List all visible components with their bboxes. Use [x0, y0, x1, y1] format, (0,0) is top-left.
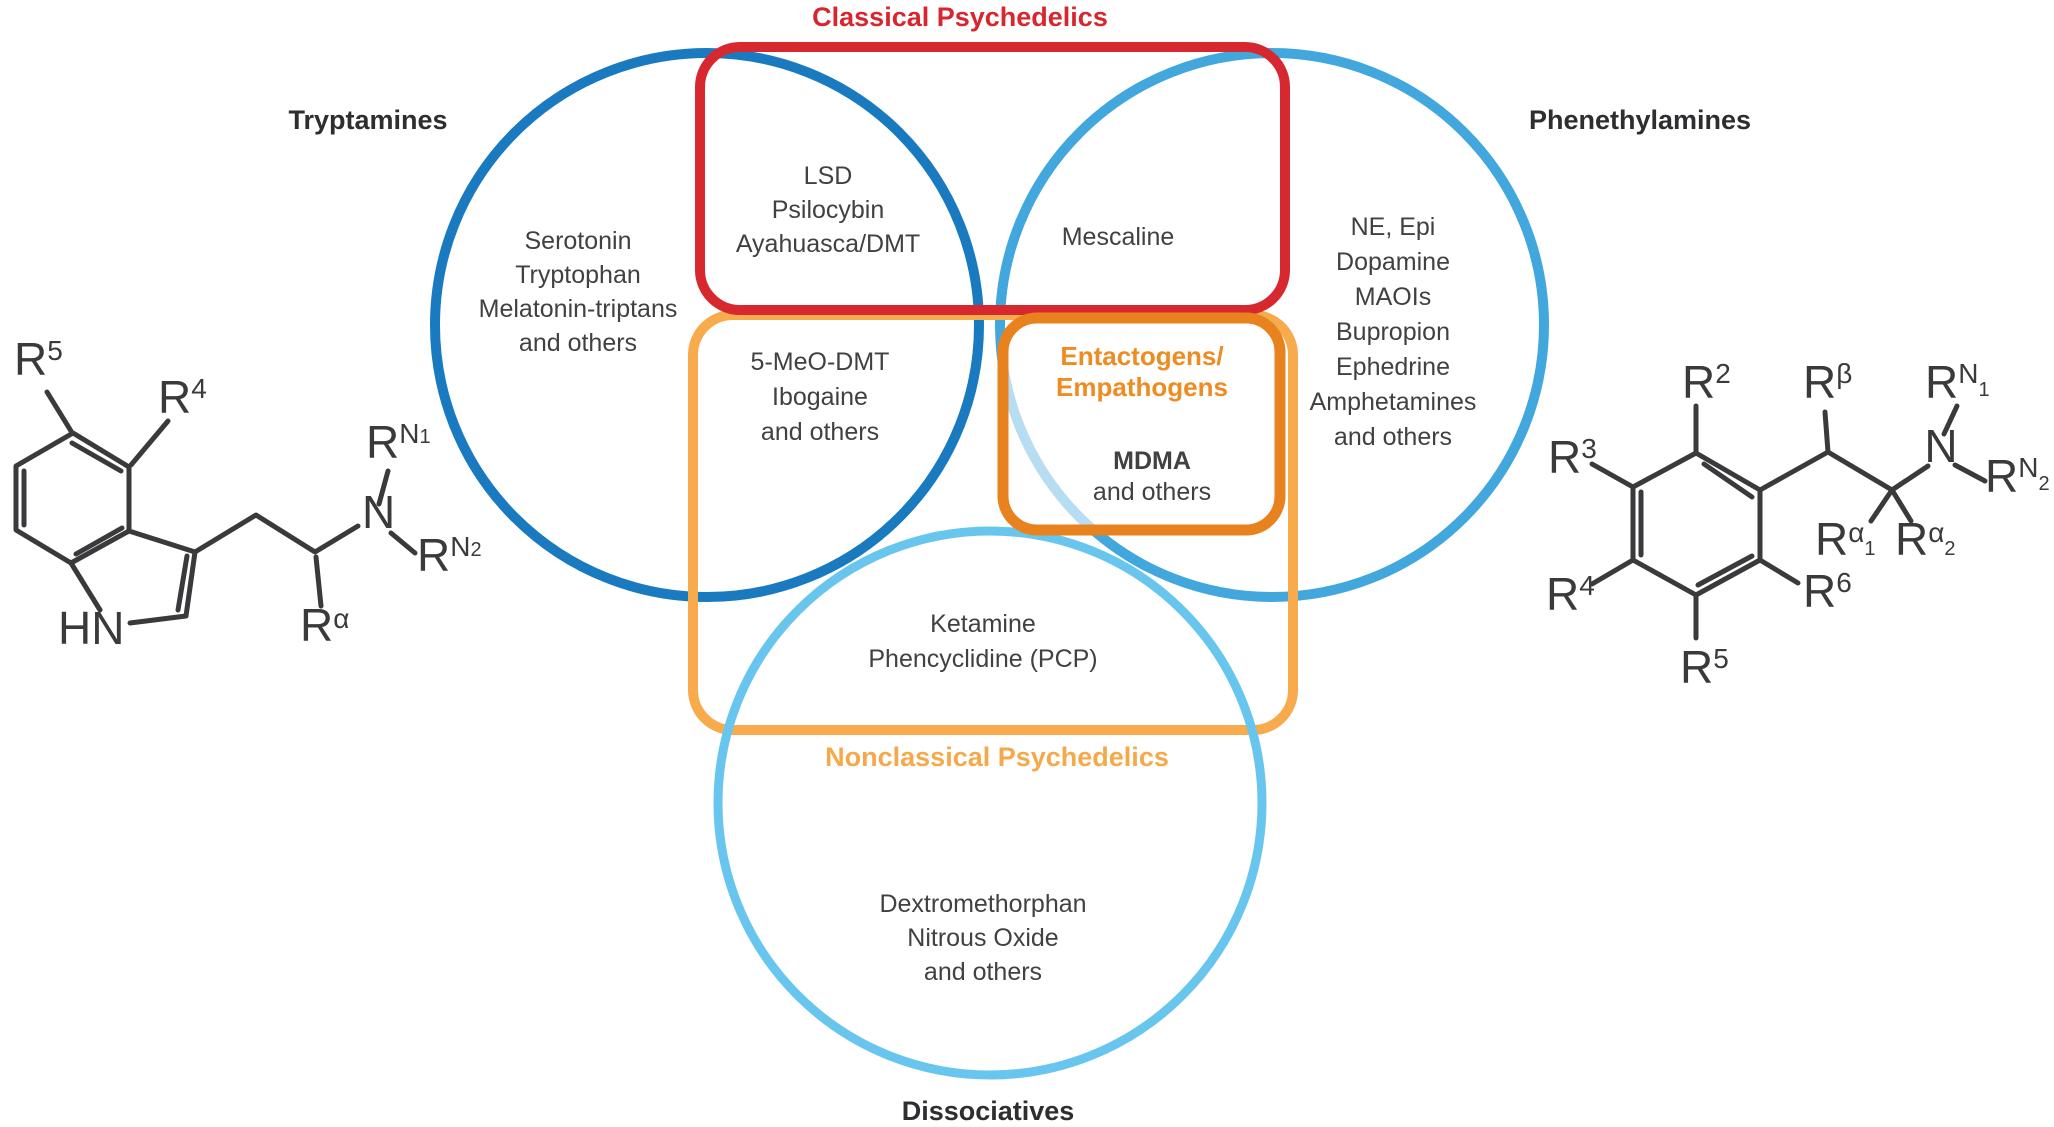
- rn1-label: RN1: [366, 416, 431, 468]
- phenethylamine-structure: R2 R3 Rβ RN1 N RN2 Rα1 Rα2 R4 R6 R5: [1546, 356, 2050, 693]
- benzene-double-bonds: [1638, 461, 1755, 588]
- r3-label: R3: [1548, 431, 1597, 483]
- list-item: Amphetamines: [1309, 388, 1477, 416]
- ralpha1-label: Rα1: [1815, 513, 1876, 565]
- list-item: Ayahuasca/DMT: [735, 230, 921, 258]
- dissociatives-label: Dissociatives: [901, 1096, 1075, 1126]
- list-item: Dextromethorphan: [879, 890, 1087, 918]
- entactogens-box: [997, 312, 1286, 536]
- side-chain: [1757, 449, 1931, 493]
- list-item: MDMA: [1113, 447, 1191, 475]
- r4-label: R4: [1546, 568, 1595, 620]
- r5-bond: [44, 389, 74, 434]
- list-item: NE, Epi: [1350, 213, 1436, 241]
- list-item: Dopamine: [1336, 248, 1450, 276]
- list-item: Tryptophan: [515, 261, 641, 289]
- list-item: Ephedrine: [1336, 353, 1450, 381]
- tryptamines-only-list: Serotonin Tryptophan Melatonin-triptans …: [479, 224, 678, 360]
- hn-label: HN: [58, 602, 124, 654]
- list-item: Phencyclidine (PCP): [868, 645, 1098, 673]
- list-item: Ketamine: [930, 610, 1036, 638]
- rbeta-label: Rβ: [1803, 356, 1852, 408]
- rn2-label: RN2: [1985, 450, 2050, 502]
- list-item: Mescaline: [1061, 223, 1175, 251]
- benzene-ring: [13, 430, 132, 566]
- list-item: 5-MeO-DMT: [750, 348, 890, 376]
- nonclassical-tryptamines-list: 5-MeO-DMT Ibogaine and others: [751, 345, 890, 450]
- tryptamines-circle: [430, 48, 984, 602]
- benzene-ring: [1630, 450, 1763, 598]
- list-item: and others: [1092, 478, 1212, 506]
- r2-label: R2: [1682, 356, 1731, 408]
- rn2-label: RN2: [417, 529, 482, 581]
- list-item: Melatonin-triptans: [478, 295, 678, 323]
- n-rn2-bond: [1952, 462, 1988, 484]
- classical-tryptamines-list: LSD Psilocybin Ayahuasca/DMT: [736, 159, 920, 261]
- list-item: Bupropion: [1336, 318, 1450, 346]
- list-item: and others: [518, 329, 638, 357]
- rbeta-bond: [1822, 409, 1831, 455]
- pyrrole-ring: [68, 528, 198, 626]
- r6-bond: [1757, 557, 1801, 586]
- ralpha-bond: [313, 554, 324, 609]
- list-item: LSD: [803, 162, 853, 190]
- tryptamines-label: Tryptamines: [288, 105, 448, 135]
- tryptamine-structure: R5 R4 RN1 N RN2 Rα HN: [13, 333, 482, 654]
- n-rn2-bond: [388, 530, 418, 556]
- r3-bond: [1589, 461, 1636, 490]
- benzene-double-bonds: [21, 440, 125, 557]
- n-label: N: [1924, 420, 1957, 472]
- n-rn1-bond: [1941, 403, 1960, 437]
- r5-label: R5: [1680, 641, 1729, 693]
- phenethylamines-label: Phenethylamines: [1528, 105, 1752, 135]
- r6-label: R6: [1803, 565, 1852, 617]
- r5-label: R5: [14, 333, 63, 385]
- list-item: Nitrous Oxide: [907, 924, 1059, 952]
- entactogens-title-line: Entactogens/: [1060, 341, 1224, 371]
- r4-bond: [1589, 557, 1636, 587]
- ralpha2-label: Rα2: [1895, 513, 1956, 565]
- classical-box: [695, 42, 1290, 315]
- pyrrole-double-bond: [175, 553, 190, 613]
- nonclassical-psychedelics-title: Nonclassical Psychedelics: [825, 742, 1169, 772]
- nonclassical-center-list: Ketamine Phencyclidine (PCP): [868, 607, 1097, 677]
- ralpha-label: Rα: [300, 599, 349, 651]
- list-item: Psilocybin: [771, 196, 885, 224]
- list-item: MAOIs: [1354, 283, 1432, 311]
- list-item: and others: [760, 418, 880, 446]
- dissociatives-circle: [713, 526, 1267, 1080]
- n-rn1-bond: [376, 468, 391, 507]
- classical-phenethylamines-list: Mescaline: [1062, 220, 1175, 254]
- entactogens-title: Entactogens/ Empathogens: [1056, 341, 1228, 403]
- classical-psychedelics-title: Classical Psychedelics: [812, 2, 1108, 32]
- r4-label: R4: [158, 371, 207, 423]
- dissociatives-only-list: Dextromethorphan Nitrous Oxide and other…: [879, 887, 1086, 989]
- side-chain: [192, 512, 361, 555]
- r4-bond: [128, 418, 171, 468]
- ralpha1-bond: [1868, 487, 1895, 524]
- phenethylamines-only-list: NE, Epi Dopamine MAOIs Bupropion Ephedri…: [1310, 210, 1477, 455]
- list-item: Ibogaine: [772, 383, 868, 411]
- list-item: and others: [923, 958, 1043, 986]
- list-item: Serotonin: [524, 227, 632, 255]
- ralpha2-bond: [1889, 487, 1914, 524]
- list-item: and others: [1333, 423, 1453, 451]
- entactogens-title-line: Empathogens: [1056, 372, 1228, 402]
- rn1-label: RN1: [1925, 356, 1990, 408]
- n-label: N: [362, 486, 395, 538]
- entactogens-items: MDMA and others: [1093, 446, 1211, 508]
